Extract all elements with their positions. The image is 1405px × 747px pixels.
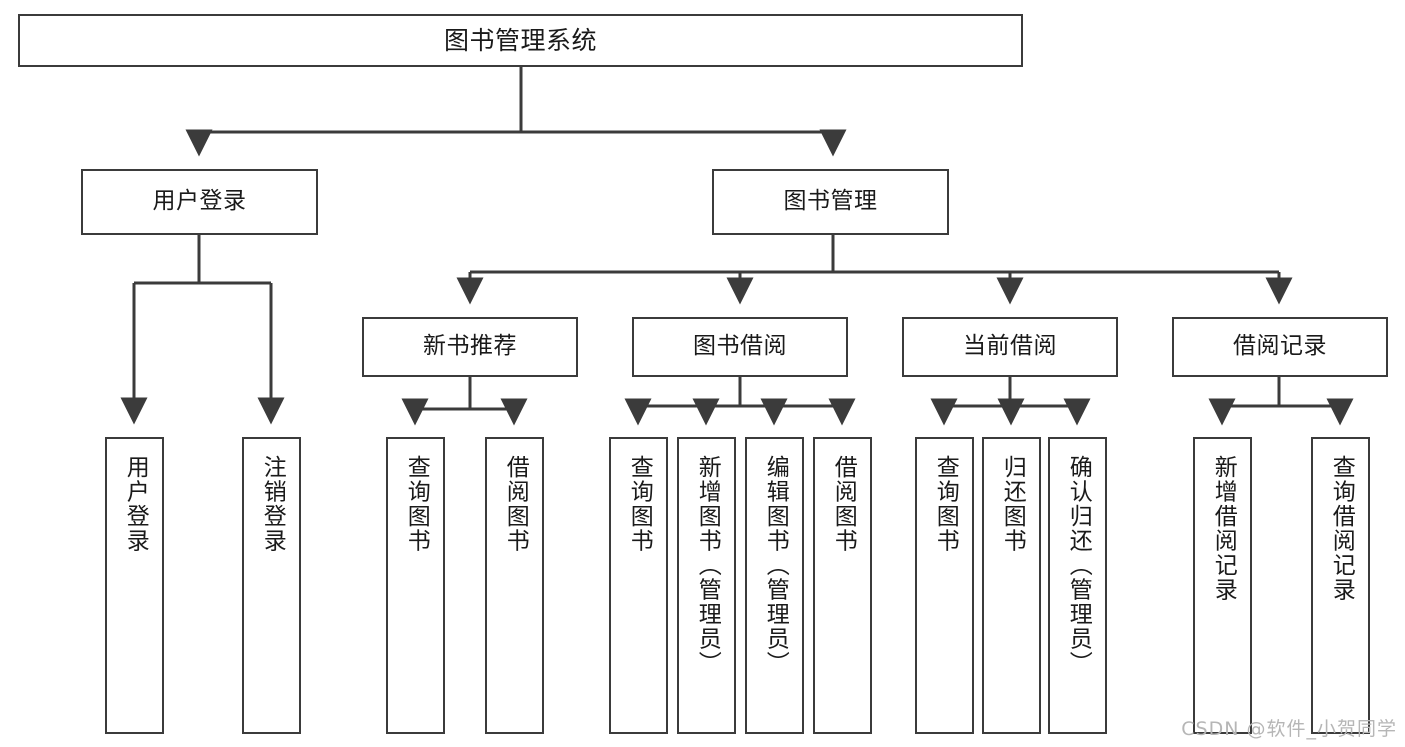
node-current-borrow[interactable]: 当前借阅 [902,317,1118,377]
node-new-book-recommend[interactable]: 新书推荐 [362,317,578,377]
node-label: 图书管理系统 [443,25,597,55]
node-user-login[interactable]: 用户登录 [81,169,318,235]
leaf-query-book-current[interactable]: 查询图书 [915,437,974,734]
node-label: 用户登录 [122,455,149,553]
leaf-query-book-borrow[interactable]: 查询图书 [609,437,668,734]
node-book-borrow[interactable]: 图书借阅 [632,317,848,377]
node-label: 图书管理 [783,188,878,215]
node-label: 归还图书 [999,455,1026,553]
node-label: 查询借阅记录 [1328,455,1355,602]
node-label: 查询图书 [932,455,959,553]
node-label: 借阅图书 [830,455,857,553]
leaf-borrow-book-recommend[interactable]: 借阅图书 [485,437,544,734]
leaf-logout-login[interactable]: 注销登录 [242,437,301,734]
leaf-confirm-return[interactable]: 确认归还（管理员） [1048,437,1107,734]
node-label: 新增借阅记录 [1210,455,1237,602]
node-label: 新增图书（管理员） [694,455,721,676]
leaf-query-borrow-record[interactable]: 查询借阅记录 [1311,437,1370,734]
node-label: 编辑图书（管理员） [762,455,789,676]
node-label: 新书推荐 [423,333,517,360]
node-label: 注销登录 [259,455,286,553]
node-label: 借阅记录 [1233,333,1327,360]
node-label: 图书借阅 [693,333,787,360]
leaf-return-book[interactable]: 归还图书 [982,437,1041,734]
node-borrow-record[interactable]: 借阅记录 [1172,317,1388,377]
node-book-manage[interactable]: 图书管理 [712,169,949,235]
node-label: 确认归还（管理员） [1065,455,1092,676]
leaf-borrow-book[interactable]: 借阅图书 [813,437,872,734]
node-label: 当前借阅 [963,333,1057,360]
node-label: 用户登录 [152,188,247,215]
node-label: 借阅图书 [502,455,529,553]
node-label: 查询图书 [626,455,653,553]
leaf-edit-book[interactable]: 编辑图书（管理员） [745,437,804,734]
leaf-query-book-recommend[interactable]: 查询图书 [386,437,445,734]
node-root-system[interactable]: 图书管理系统 [18,14,1023,67]
leaf-add-book[interactable]: 新增图书（管理员） [677,437,736,734]
node-label: 查询图书 [403,455,430,553]
leaf-user-login[interactable]: 用户登录 [105,437,164,734]
leaf-add-borrow-record[interactable]: 新增借阅记录 [1193,437,1252,734]
